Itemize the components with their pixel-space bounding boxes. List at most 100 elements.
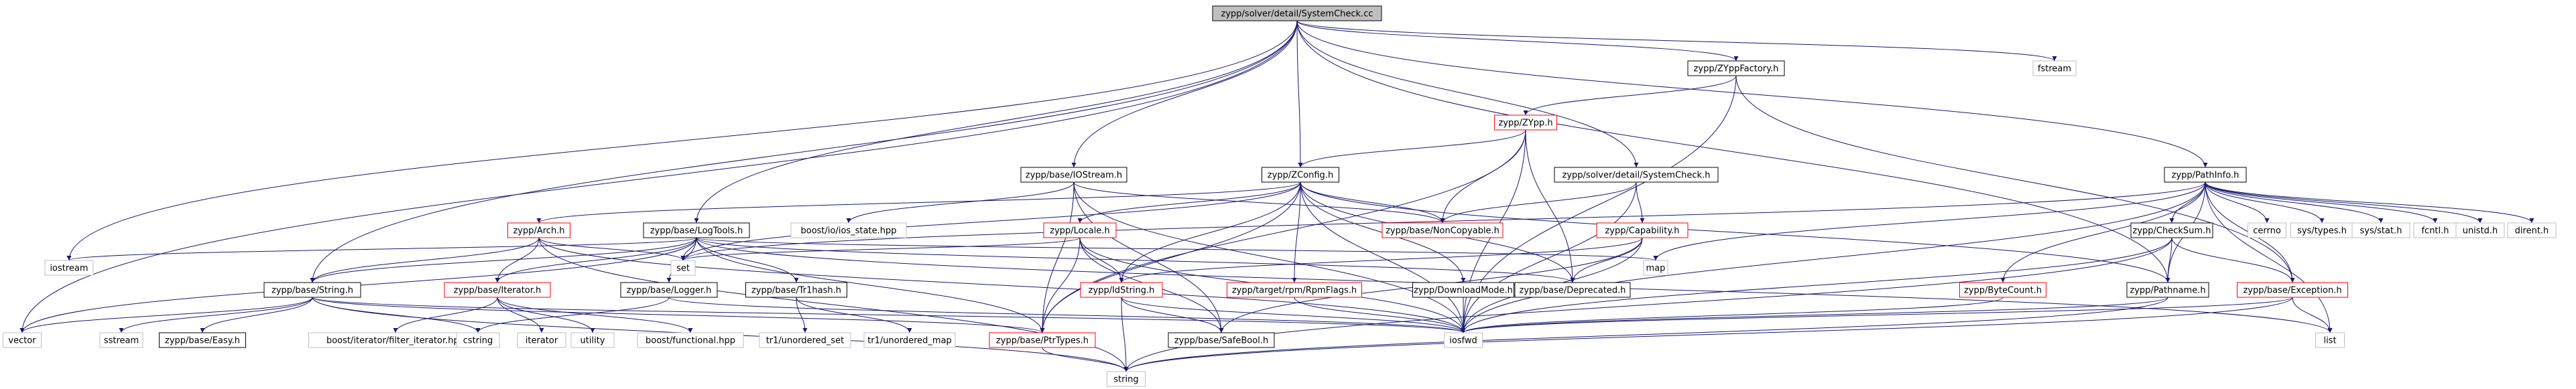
node-zypp-base-logtools-h[interactable]: zypp/base/LogTools.h [643,222,750,238]
edge-logtools-to-tr1hash [696,237,799,283]
node-zypp-base-iostream-h[interactable]: zypp/base/IOStream.h [1020,167,1127,183]
node-label: sys/types.h [2297,226,2347,236]
node-zypp-zypp-h[interactable]: zypp/ZYpp.h [1494,114,1557,131]
node-label: zypp/ZYppFactory.h [1694,64,1779,74]
edge-checksum-to-exception [2171,237,2295,283]
node-zypp-base-string-h[interactable]: zypp/base/String.h [263,282,361,298]
edge-systemcheck-h-to-iosfwd [1461,181,1637,333]
edge-tr1hash-to-unordered-map [796,297,912,333]
edge-logtools-to-map [696,237,1658,261]
node-box [1107,371,1146,387]
node-zypp-locale-h[interactable]: zypp/Locale.h [1043,222,1117,238]
edge-logtools-to-deprecated [696,237,1575,283]
edge-pathname-to-iosfwd [1461,297,2168,333]
node-zypp-bytecount-h[interactable]: zypp/ByteCount.h [1959,282,2046,298]
node-box [3,332,42,348]
node-box [2164,167,2247,183]
node-zypp-arch-h[interactable]: zypp/Arch.h [507,222,570,238]
node-zypp-base-iterator-h[interactable]: zypp/base/Iterator.h [444,282,551,298]
edge-iostream-h-to-iosstate [846,181,1075,224]
node-label: tr1/unordered_set [766,336,845,346]
node-box [1227,282,1362,298]
node-zypp-base-logger-h[interactable]: zypp/base/Logger.h [620,282,718,298]
node-label: zypp/base/Exception.h [2243,286,2341,296]
edge-systemcheck-h-to-noncopyable [1440,181,1637,224]
node-zypp-pathinfo-h[interactable]: zypp/PathInfo.h [2164,167,2247,183]
edge-tr1hash-to-unordered-set [796,297,808,333]
node-label: zypp/Pathname.h [2130,286,2205,296]
edge-zconfig-to-ptrtypes [1040,181,1301,333]
node-box [1043,222,1117,238]
node-box [1212,5,1382,21]
edge-ptrtypes-to-string [1042,347,1129,372]
edge-exception-to-iosfwd [1461,297,2293,333]
node-unistd-h: unistd.h [2455,222,2505,238]
node-zypp-solver-detail-systemcheck-cc[interactable]: zypp/solver/detail/SystemCheck.cc [1212,5,1382,21]
node-zypp-solver-detail-systemcheck-h[interactable]: zypp/solver/detail/SystemCheck.h [1554,167,1719,183]
node-box [670,260,696,276]
node-cerrno: cerrno [2248,222,2286,238]
node-label: zypp/base/Tr1hash.h [751,286,841,296]
node-zypp-zyppfactory-h[interactable]: zypp/ZYppFactory.h [1687,60,1785,76]
node-label: iterator [526,336,558,346]
edge-locale-to-idstring [1079,237,1124,283]
edge-zyppfactory-to-zypp [1523,75,1737,116]
node-label: dirent.h [2515,226,2549,236]
edge-checksum-to-string [1123,237,2172,372]
node-label: map [1646,264,1666,274]
node-label: zypp/Arch.h [513,226,564,236]
node-map: map [1643,260,1668,276]
node-zypp-base-safebool-h[interactable]: zypp/base/SafeBool.h [1168,332,1275,348]
node-label: zypp/base/Easy.h [165,336,240,346]
node-label: boost/functional.hpp [646,336,735,346]
node-zypp-base-deprecated-h[interactable]: zypp/base/Deprecated.h [1514,282,1631,298]
edge-exception-to-string [1123,297,2293,372]
node-label: zypp/base/IOStream.h [1026,171,1122,181]
edge-iostream-h-to-safebool [1073,181,1224,333]
node-box [99,332,143,348]
node-zypp-base-ptrtypes-h[interactable]: zypp/base/PtrTypes.h [989,332,1096,348]
node-zypp-checksum-h[interactable]: zypp/CheckSum.h [2130,222,2213,238]
node-label: zypp/base/Logger.h [627,286,712,296]
edge-idstring-to-safebool [1121,297,1224,333]
node-zypp-downloadmode-h[interactable]: zypp/DownloadMode.h [1412,282,1514,298]
node-layer: zypp/solver/detail/SystemCheck.cc zypp/ZY… [3,5,2557,387]
edge-capability-to-idstring [1119,237,1643,283]
node-fcntl-h: fcntl.h [2413,222,2457,238]
node-zypp-capability-h[interactable]: zypp/Capability.h [1596,222,1689,238]
node-label: zypp/CheckSum.h [2133,226,2211,236]
node-box [456,332,500,348]
edge-arch-to-iosfwd [538,237,1466,333]
node-box [1643,260,1668,276]
node-zypp-zconfig-h[interactable]: zypp/ZConfig.h [1262,167,1339,183]
node-zypp-pathname-h[interactable]: zypp/Pathname.h [2126,282,2209,298]
edge-pathinfo-to-cerrno [2205,181,2270,224]
node-zypp-base-tr1hash-h[interactable]: zypp/base/Tr1hash.h [745,282,847,298]
edge-zconfig-to-locale [1077,181,1301,224]
node-zypp-base-easy-h[interactable]: zypp/base/Easy.h [159,332,246,348]
node-vector: vector [3,332,42,348]
node-box [2507,222,2557,238]
node-zypp-idstring-h[interactable]: zypp/IdString.h [1080,282,1163,298]
edge-pathinfo-to-fcntl [2205,181,2438,224]
edge-checksum-to-iosfwd [1461,237,2172,333]
node-zypp-base-exception-h[interactable]: zypp/base/Exception.h [2237,282,2348,298]
edge-pathname-to-string [1123,297,2168,372]
edge-string-h-to-sstream [119,297,313,333]
edge-systemcheck-cc-to-iostream [66,20,1298,261]
node-box [1020,167,1127,183]
node-iterator: iterator [517,332,566,348]
node-label: cstring [463,336,493,346]
node-box [863,332,956,348]
edge-zconfig-to-iosfwd [1300,181,1466,333]
node-zypp-target-rpm-rpmflags-h[interactable]: zypp/target/rpm/RpmFlags.h [1227,282,1362,298]
node-box [759,332,851,348]
node-zypp-base-noncopyable-h[interactable]: zypp/base/NonCopyable.h [1382,222,1504,238]
edge-logtools-to-iostream [66,237,697,261]
node-box [2126,282,2209,298]
edge-systemcheck-cc-to-fstream [1296,20,2057,62]
edge-systemcheck-cc-to-iostream-h [1071,20,1298,168]
edge-iostream-h-to-iosfwd [1073,181,1466,333]
edge-systemcheck-cc-to-pathname [1296,20,2170,283]
